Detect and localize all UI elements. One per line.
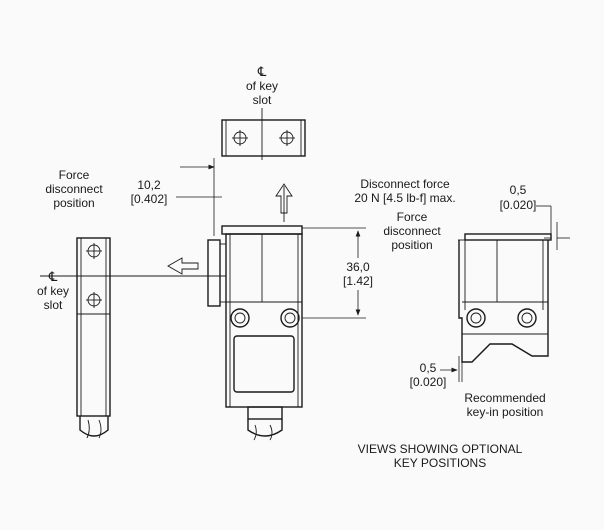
force-right-label-line1: Force <box>397 210 428 224</box>
force-right-label-line2: disconnect <box>383 224 441 238</box>
dimension-gap-top: 0,5 [0.020] <box>500 183 570 250</box>
force-left-label-line2: disconnect <box>45 182 103 196</box>
recommended-label-line2: key-in position <box>467 405 544 419</box>
dim-gap-top-imperial: [0.020] <box>500 198 537 212</box>
recommended-label-line1: Recommended <box>464 391 545 405</box>
left-keyslot-label-line1: of key <box>37 284 69 298</box>
top-keyslot-label-line1: of key <box>246 79 278 93</box>
force-left-arrow-icon <box>167 257 199 275</box>
dim-vertical-metric: 36,0 <box>346 260 370 274</box>
dimension-gap-bottom: 0,5 [0.020] <box>410 356 463 389</box>
disconnect-force-line2: 20 N [4.5 lb-f] max. <box>354 191 455 205</box>
top-centerline-symbol: ℄ <box>257 64 267 79</box>
force-right-label-line3: position <box>391 238 432 252</box>
dim-vertical-imperial: [1.42] <box>343 274 373 288</box>
force-up-arrow-icon <box>275 183 293 222</box>
left-keyslot-label-line2: slot <box>44 298 63 312</box>
top-key: ℄ of key slot <box>221 64 306 160</box>
dim-gap-bottom-metric: 0,5 <box>420 361 437 375</box>
right-view <box>458 233 552 363</box>
dimension-horizontal: 10,2 [0.402] <box>131 158 222 236</box>
body-screw-left <box>230 308 250 328</box>
dim-gap-top-metric: 0,5 <box>510 183 527 197</box>
views-caption-line2: KEY POSITIONS <box>394 456 486 470</box>
force-left-label-line1: Force <box>59 168 90 182</box>
disconnect-force-line1: Disconnect force <box>360 177 450 191</box>
dim-gap-bottom-imperial: [0.020] <box>410 375 447 389</box>
switch-body <box>207 225 303 441</box>
left-centerline-symbol: ℄ <box>48 269 58 284</box>
views-caption-line1: VIEWS SHOWING OPTIONAL <box>358 442 523 456</box>
top-keyslot-label-line2: slot <box>253 93 272 107</box>
dim-horizontal-metric: 10,2 <box>137 178 161 192</box>
right-view-screw-left <box>466 308 486 328</box>
right-view-screw-right <box>517 308 537 328</box>
dim-horizontal-imperial: [0.402] <box>131 192 168 206</box>
force-left-label-line3: position <box>53 196 94 210</box>
body-screw-right <box>280 308 300 328</box>
left-key <box>76 237 111 439</box>
dimension-vertical: 36,0 [1.42] <box>302 227 373 319</box>
